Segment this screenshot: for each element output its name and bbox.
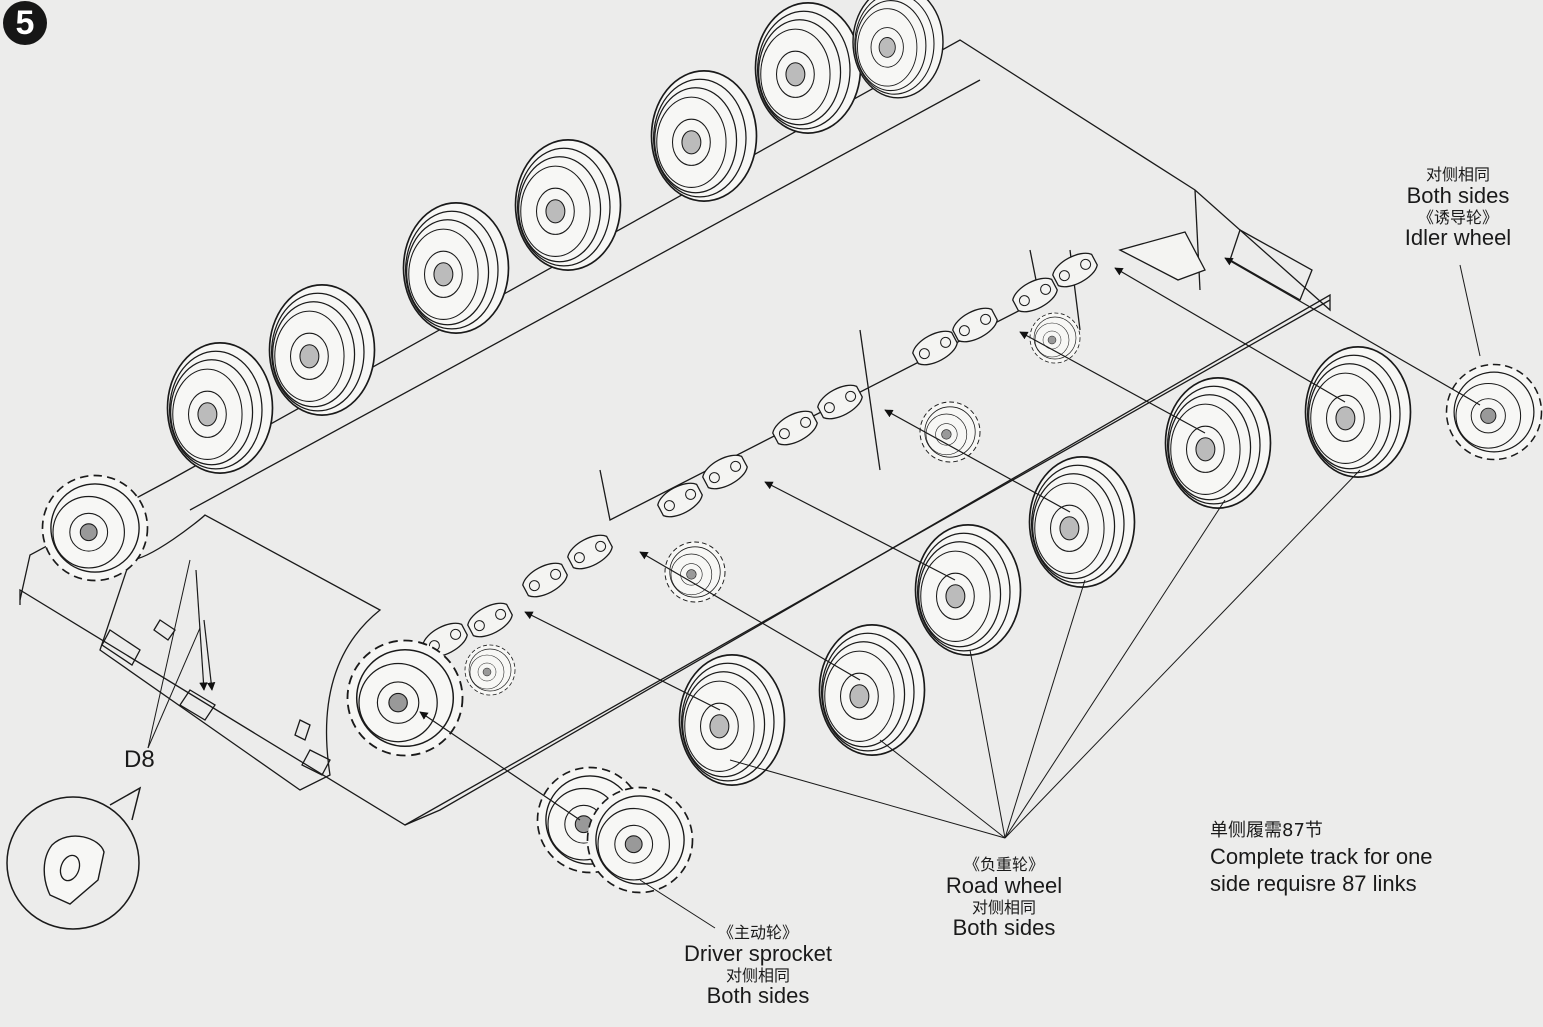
far-road-wheel-5 [650,70,758,202]
step-number-badge: 5 [3,1,47,45]
d8-detail-callout [6,786,142,930]
idler-wheel-label: 对侧相同 Both sides 《诱导轮》 Idler wheel [1390,166,1526,251]
part-label-d8: D8 [124,746,155,773]
road-wheel-2 [818,624,926,756]
driver-sprocket-same-cn: 对侧相同 [725,965,790,985]
driver-sprocket-same-en: Both sides [706,983,810,1009]
driver-sprocket-label: 《主动轮》 Driver sprocket 对侧相同 Both sides [666,924,850,1009]
track-links-note: 单侧履需87节 Complete track for one side requ… [1210,820,1433,898]
road-wheel-1 [678,654,786,786]
track-note-cn: 单侧履需87节 [1210,820,1323,841]
far-road-wheel-2 [268,284,376,416]
road-wheel-name-cn: 《负重轮》 [963,855,1044,874]
road-wheel-3 [914,524,1022,656]
road-wheel-6 [1304,346,1412,478]
road-wheel-name-en: Road wheel [945,872,1063,898]
idler-name-en: Idler wheel [1404,225,1512,251]
driver-sprocket-name-cn: 《主动轮》 [717,923,798,942]
driver-sprocket-name-en: Driver sprocket [684,940,832,966]
track-note-en-line1: Complete track for one [1210,843,1433,869]
far-road-wheel-4 [514,139,622,271]
far-road-wheel-3 [402,202,510,334]
track-note-en-line2: side requisre 87 links [1210,871,1417,896]
mounted-drive-sprocket [346,639,464,757]
idler-same-cn: 对侧相同 [1425,165,1490,184]
road-wheel-same-en: Both sides [952,915,1056,941]
far-road-wheel-1 [166,342,274,474]
suspension-arms [418,231,1206,663]
driver-sprocket-part [536,766,694,894]
idler-same-en: Both sides [1406,182,1510,208]
far-driver-sprocket [41,474,149,582]
road-wheel-same-cn: 对侧相同 [971,897,1036,917]
road-wheel-5 [1164,377,1272,509]
road-wheel-label: 《负重轮》 Road wheel 对侧相同 Both sides [928,856,1080,941]
leader-lines [147,264,1481,929]
road-wheel-4 [1028,456,1136,588]
assembly-arrows [195,257,1481,821]
idler-wheel-part [1445,363,1543,461]
idler-name-cn: 《诱导轮》 [1417,207,1498,227]
far-road-wheel-6 [754,2,862,134]
far-road-wheel-7 [852,0,944,99]
near-side-road-wheels [678,346,1412,786]
